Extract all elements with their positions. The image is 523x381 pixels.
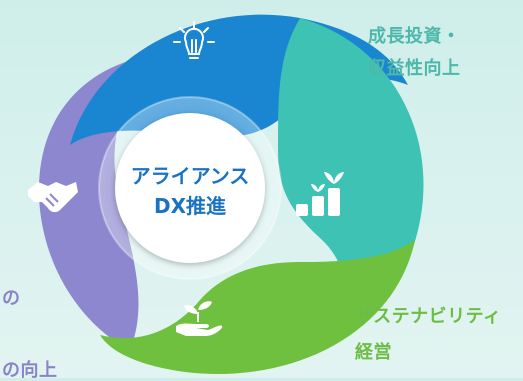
label-left-partial-2: の向上 [2, 360, 58, 381]
label-left-partial-1: の [2, 288, 21, 309]
lightbulb-icon [173, 21, 215, 59]
label-growth-line2: 収益性向上 [368, 58, 461, 79]
center-title-line2: DX推進 [154, 194, 226, 218]
center-title-line1: アライアンス [131, 164, 250, 188]
label-sustain-line2: 経営 [355, 342, 392, 363]
label-growth-line1: 成長投資・ [368, 26, 461, 47]
center-hub [115, 113, 265, 263]
handshake-icon [28, 182, 78, 213]
label-sustain-line1: サステナビリティ [355, 306, 502, 327]
plant-in-hand-icon [176, 301, 223, 336]
segment-purple-partnership [38, 55, 160, 350]
segment-green-sustainability [100, 240, 415, 375]
coins-icon [296, 172, 344, 216]
